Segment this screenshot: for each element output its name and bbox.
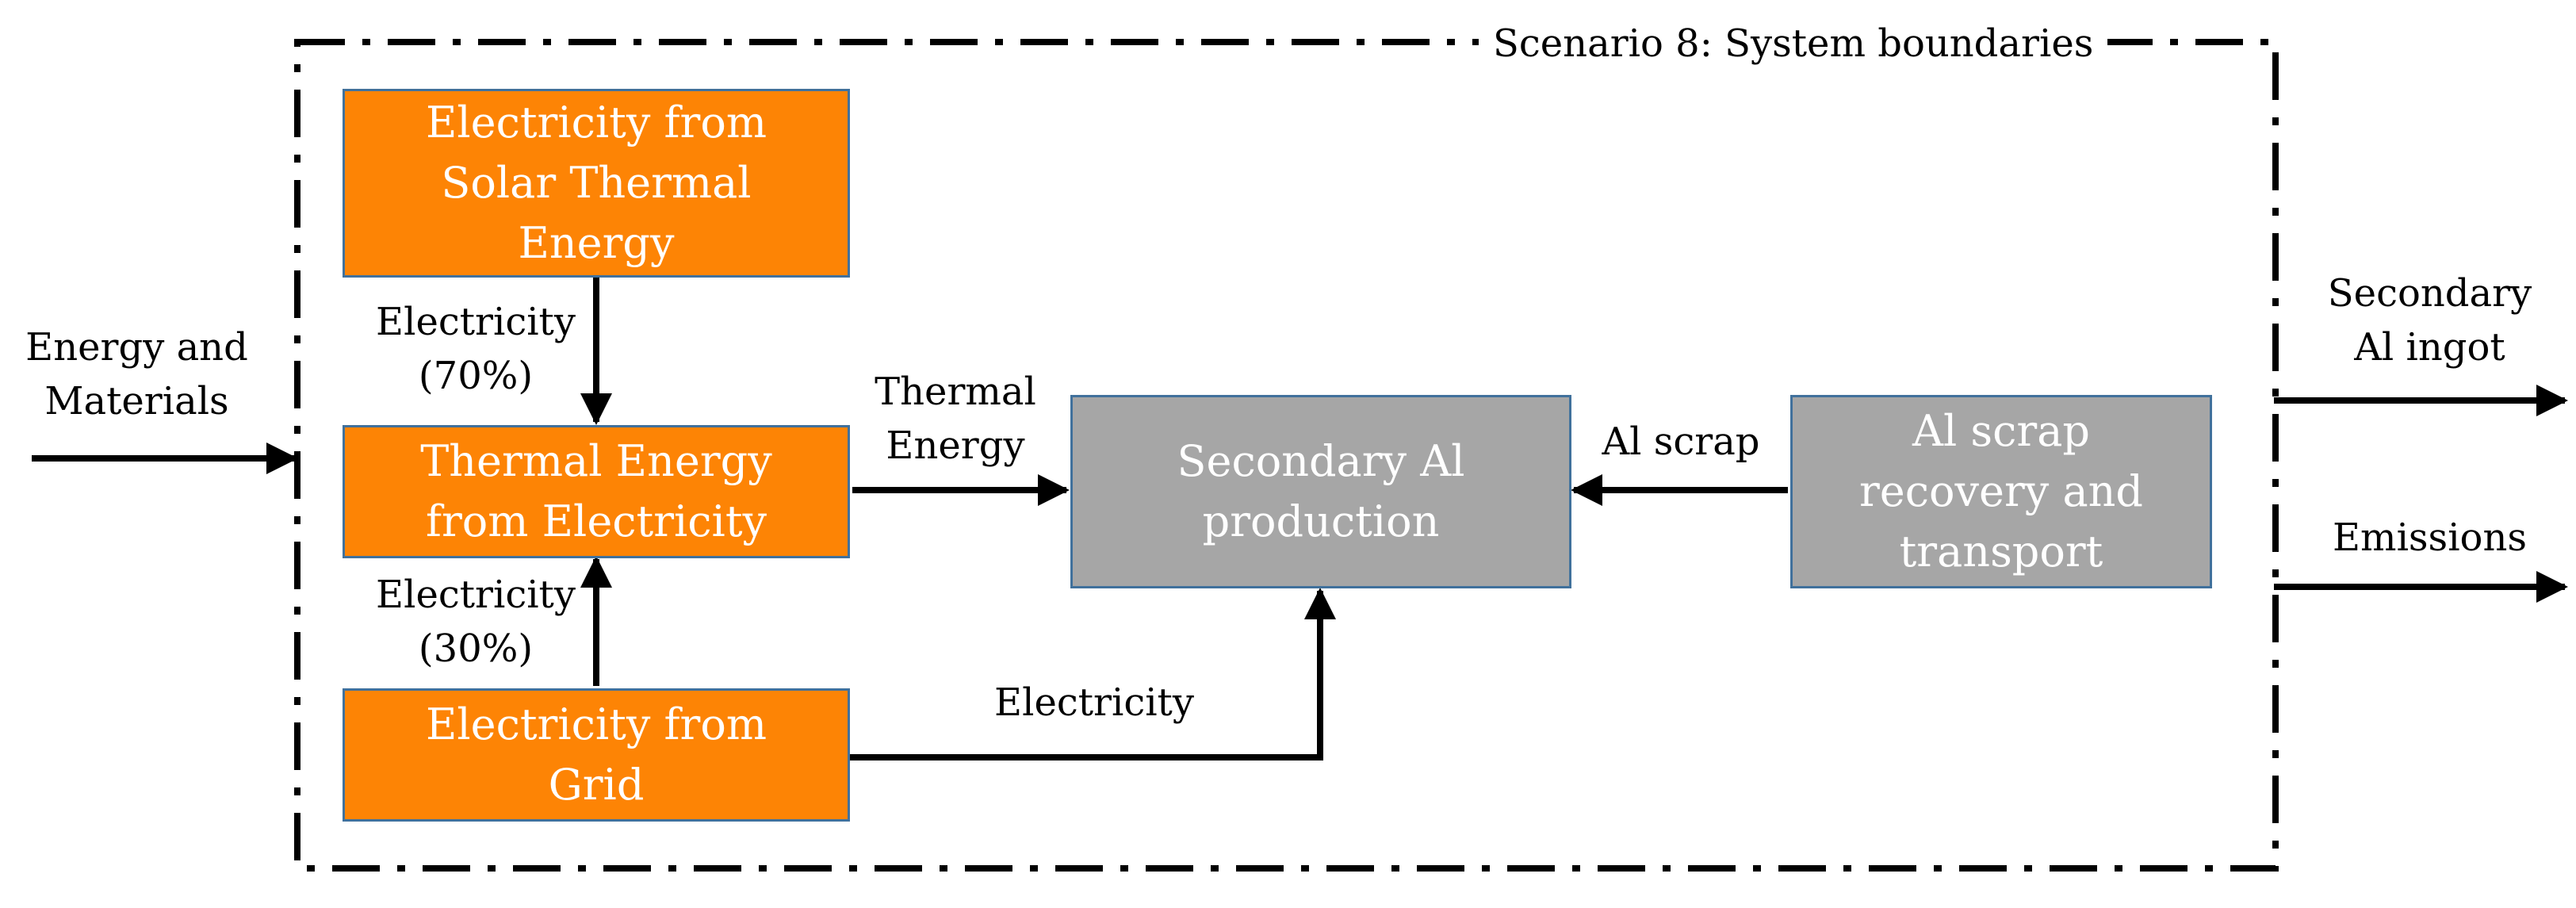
arrow-grid-to-secondary <box>850 588 1336 760</box>
grid-electricity-box: Electricity from Grid <box>343 688 850 822</box>
label-energy-materials: Energy and Materials <box>25 325 248 423</box>
thermal-energy-box: Thermal Energy from Electricity <box>343 425 850 558</box>
label-secondary-al-ingot: Secondary Al ingot <box>2327 271 2532 370</box>
label-al-scrap: Al scrap <box>1602 420 1760 464</box>
al-scrap-recovery-box: Al scrap recovery and transport <box>1790 395 2212 588</box>
label-thermal-energy: Thermal Energy <box>875 370 1036 468</box>
secondary-al-production-box: Secondary Al production <box>1070 395 1571 588</box>
label-electricity-70: Electricity (70%) <box>376 300 576 398</box>
boundary-title: Scenario 8: System boundaries <box>1479 20 2108 67</box>
label-electricity-30: Electricity (30%) <box>376 573 576 671</box>
label-emissions: Emissions <box>2333 515 2527 560</box>
solar-thermal-box: Electricity from Solar Thermal Energy <box>343 89 850 278</box>
label-electricity-grid: Electricity <box>994 680 1194 725</box>
